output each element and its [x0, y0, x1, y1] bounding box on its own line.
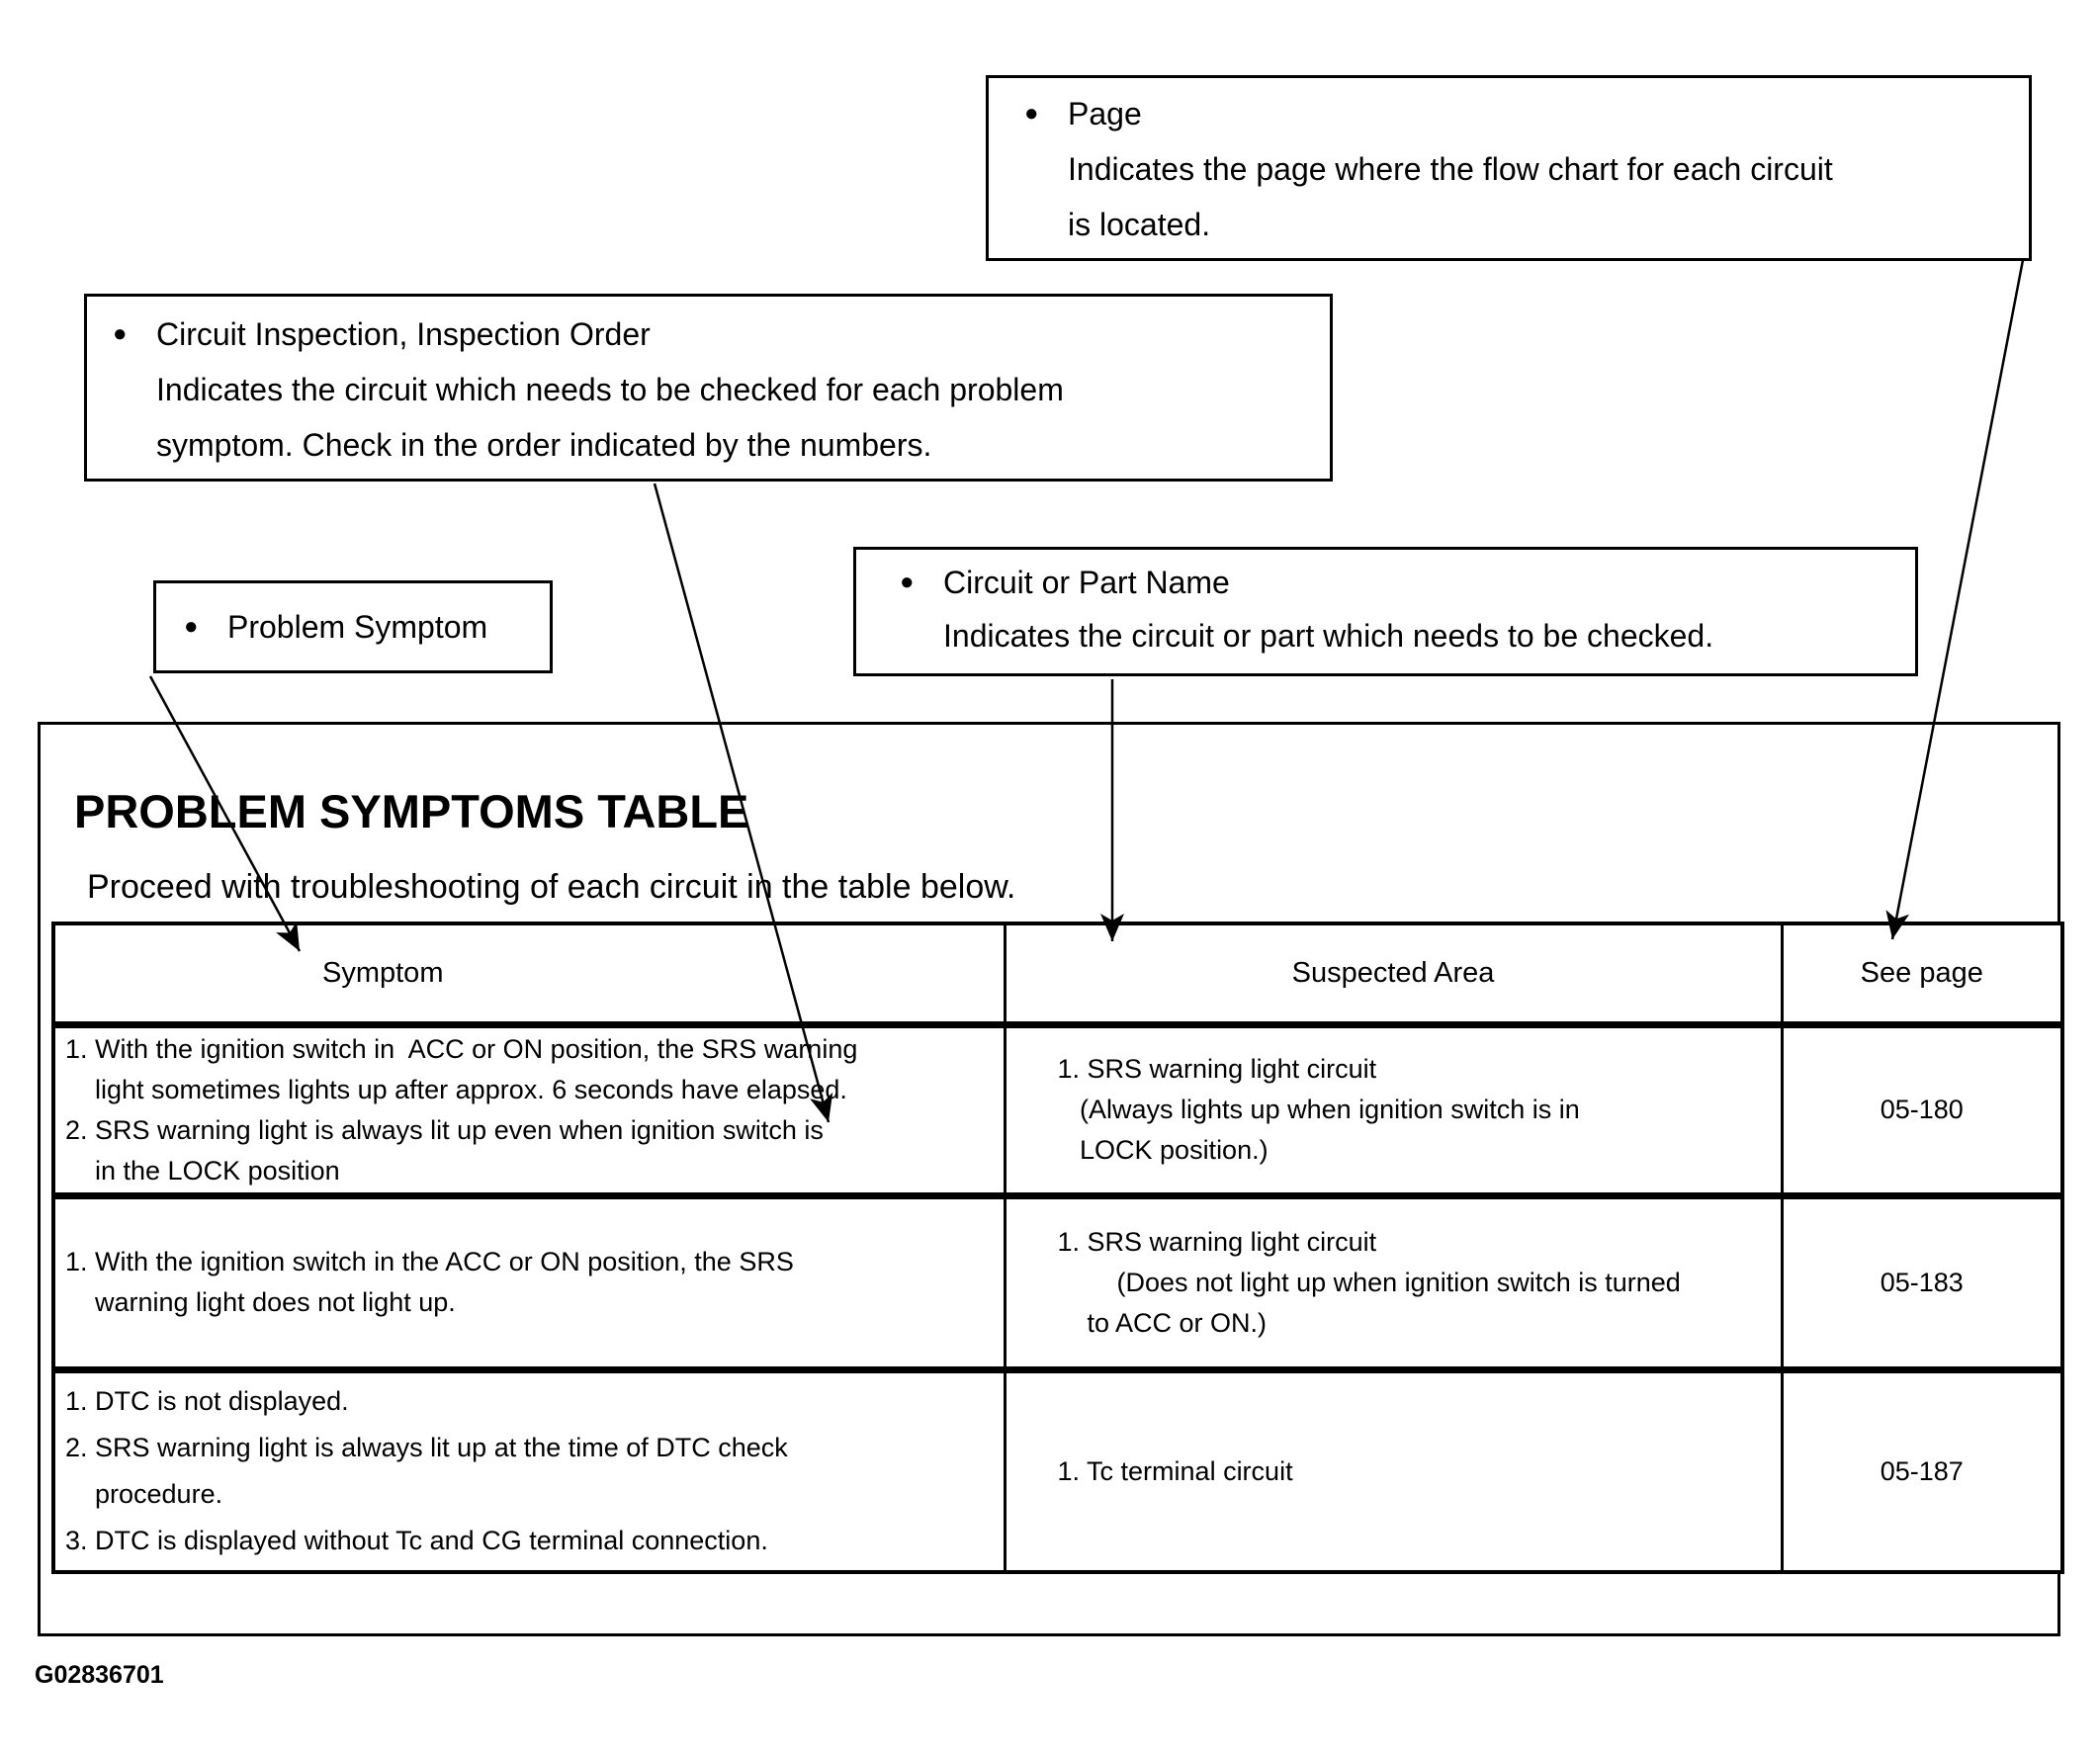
- cell-line: 2. SRS warning light is always lit up ev…: [65, 1114, 824, 1145]
- table-body: 1. With the ignition switch in ACC or ON…: [51, 1022, 2064, 1574]
- cell-line: (Always lights up when ignition switch i…: [1057, 1095, 1580, 1124]
- header-symptom: Symptom: [51, 922, 1006, 1026]
- cell-line: 1. Tc terminal circuit: [1057, 1455, 1293, 1486]
- bullet-icon: ●: [1024, 100, 1039, 127]
- callout-page: ● Page Indicates the page where the flow…: [986, 75, 2032, 261]
- suspected-area-cell: 1. SRS warning light circuit (Always lig…: [1003, 1022, 1784, 1197]
- symptom-cell: 1. With the ignition switch in ACC or ON…: [51, 1022, 1006, 1197]
- cell-line: light sometimes lights up after approx. …: [65, 1074, 847, 1104]
- bullet-icon: ●: [184, 613, 199, 640]
- cell-line: 3. DTC is displayed without Tc and CG te…: [65, 1526, 768, 1556]
- cell-line: 1. With the ignition switch in the ACC o…: [65, 1247, 794, 1276]
- header-suspected-area: Suspected Area: [1003, 922, 1784, 1026]
- figure-id: G02836701: [35, 1661, 164, 1689]
- table-row: 1. With the ignition switch in ACC or ON…: [51, 1022, 2064, 1197]
- page-subtitle: Proceed with troubleshooting of each cir…: [87, 868, 1016, 906]
- callout-circuit-or-part-name-title: Circuit or Part Name: [943, 565, 1230, 600]
- cell-line: 2. SRS warning light is always lit up at…: [65, 1433, 788, 1463]
- cell-line: 1. SRS warning light circuit: [1057, 1226, 1377, 1257]
- cell-line: 1. With the ignition switch in ACC or ON…: [65, 1033, 858, 1064]
- bullet-icon: ●: [900, 569, 915, 595]
- cell-line: procedure.: [65, 1479, 223, 1510]
- suspected-area-cell: 1. SRS warning light circuit (Does not l…: [1003, 1193, 1784, 1371]
- bullet-icon: ●: [113, 320, 128, 347]
- callout-page-title: Page: [1068, 96, 1142, 132]
- callout-circuit-inspection-text: Circuit Inspection, Inspection Order Ind…: [156, 307, 1320, 473]
- header-see-page: See page: [1780, 922, 2064, 1026]
- page-title: PROBLEM SYMPTOMS TABLE: [74, 785, 749, 837]
- table-row: 1. With the ignition switch in the ACC o…: [51, 1193, 2064, 1371]
- callout-problem-symptom: ● Problem Symptom: [153, 580, 553, 673]
- table-row: 1. DTC is not displayed. 2. SRS warning l…: [51, 1367, 2064, 1574]
- callout-circuit-inspection-line: Indicates the circuit which needs to be …: [156, 372, 1064, 407]
- callout-circuit-or-part-name: ● Circuit or Part Name Indicates the cir…: [853, 547, 1918, 676]
- callout-circuit-or-part-name-text: Circuit or Part Name Indicates the circu…: [943, 556, 1905, 662]
- symptom-cell: 1. With the ignition switch in the ACC o…: [51, 1193, 1006, 1371]
- table-header-row: Symptom Suspected Area See page: [51, 922, 2064, 1026]
- symptom-cell: 1. DTC is not displayed. 2. SRS warning l…: [51, 1367, 1006, 1574]
- suspected-area-cell: 1. Tc terminal circuit: [1003, 1367, 1784, 1574]
- see-page-cell: 05-180: [1780, 1022, 2064, 1197]
- cell-line: LOCK position.): [1057, 1135, 1269, 1165]
- callout-page-line: Indicates the page where the flow chart …: [1068, 151, 1833, 187]
- callout-problem-symptom-title: Problem Symptom: [227, 609, 488, 645]
- cell-line: 1. DTC is not displayed.: [65, 1386, 349, 1417]
- see-page-cell: 05-187: [1780, 1367, 2064, 1574]
- cell-line: (Does not light up when ignition switch …: [1057, 1267, 1681, 1297]
- callout-circuit-inspection-title: Circuit Inspection, Inspection Order: [156, 316, 651, 352]
- see-page-cell: 05-183: [1780, 1193, 2064, 1371]
- callout-page-line: is located.: [1068, 207, 1211, 242]
- callout-page-text: Page Indicates the page where the flow c…: [1068, 86, 2019, 252]
- callout-circuit-or-part-name-line: Indicates the circuit or part which need…: [943, 618, 1714, 654]
- callout-circuit-inspection-line: symptom. Check in the order indicated by…: [156, 427, 932, 463]
- cell-line: to ACC or ON.): [1057, 1307, 1268, 1338]
- callout-circuit-inspection: ● Circuit Inspection, Inspection Order I…: [84, 294, 1333, 482]
- cell-line: 1. SRS warning light circuit: [1057, 1054, 1377, 1084]
- problem-symptoms-table: Symptom Suspected Area See page 1. With …: [51, 922, 2064, 1574]
- cell-line: warning light does not light up.: [65, 1287, 456, 1317]
- cell-line: in the LOCK position: [65, 1155, 340, 1186]
